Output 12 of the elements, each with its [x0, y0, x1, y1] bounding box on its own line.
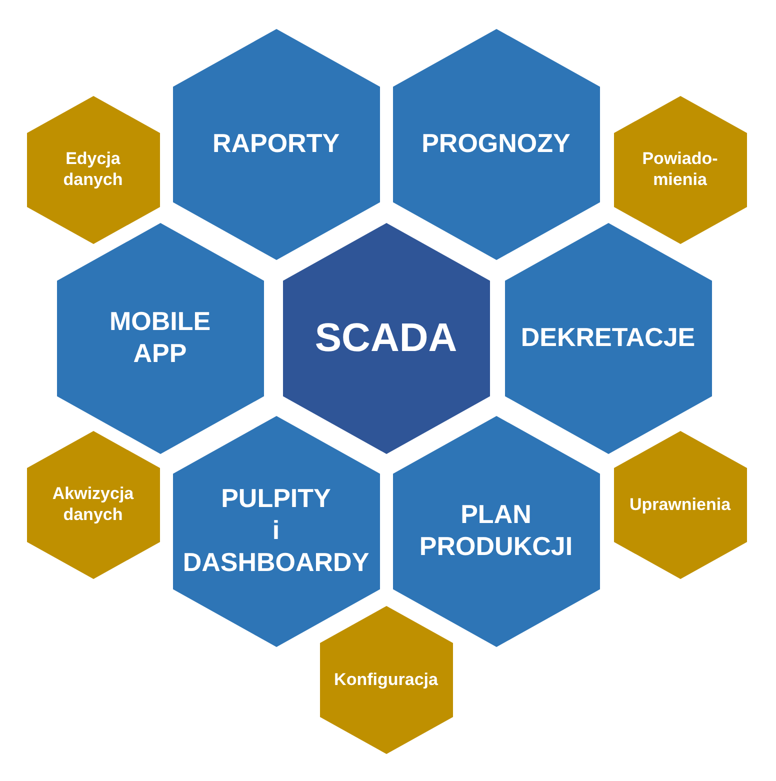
- hexagon-label: SCADA: [314, 314, 458, 362]
- hexagon-label: DEKRETACJE: [520, 322, 696, 354]
- hexagon-label: PLAN PRODUKCJI: [419, 499, 573, 563]
- hexagon-label: Powiado- mienia: [642, 149, 718, 191]
- hexagon-label: Edycja danych: [63, 149, 123, 191]
- hexagon-label: RAPORTY: [212, 128, 340, 160]
- hexagon-label: PROGNOZY: [422, 128, 570, 160]
- hexagon-label: PULPITY i DASHBOARDY: [182, 483, 370, 579]
- hexagon-label: Uprawnienia: [629, 494, 731, 516]
- hexagon-label: MOBILE APP: [109, 306, 211, 370]
- hexagon-label: Akwizycja danych: [52, 484, 134, 526]
- hexagon-label: Konfiguracja: [334, 670, 438, 690]
